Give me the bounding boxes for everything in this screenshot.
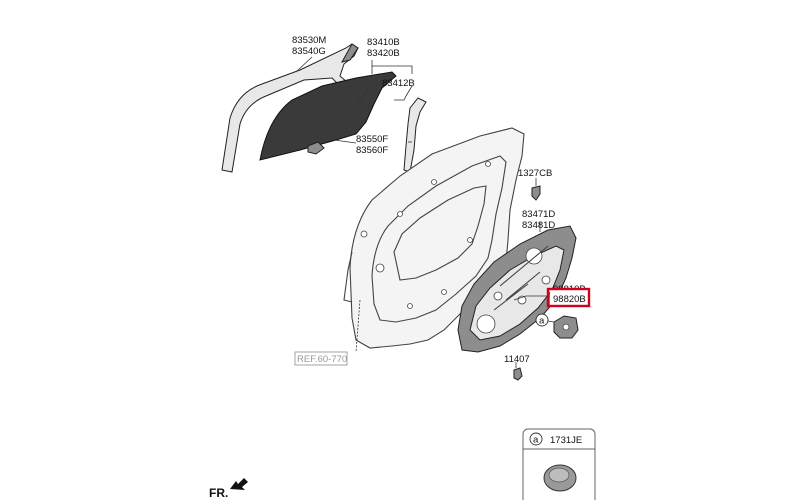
reference-text: REF.60-770 [297, 354, 347, 365]
rear-channel [403, 97, 427, 173]
label-98820b: 98820B [553, 294, 586, 305]
label-83410b: 83410B [367, 37, 400, 48]
callout-a-letter: a [539, 316, 545, 327]
callout-a: a [535, 313, 549, 327]
reference-label: REF.60-770 [294, 351, 348, 366]
label-83550f: 83550F [356, 134, 388, 145]
label-83481d: 83481D [522, 220, 555, 231]
door-module-panel [457, 225, 577, 353]
label-1327cb: 1327CB [518, 168, 552, 179]
screw-11407 [513, 367, 523, 381]
label-83420b: 83420B [367, 48, 400, 59]
front-direction-indicator: FR. [209, 478, 248, 500]
legend-callout-letter: a [533, 435, 539, 446]
label-83560f: 83560F [356, 145, 388, 156]
highlight-98820b [546, 287, 591, 308]
label-11407: 11407 [504, 354, 530, 365]
legend-part-number: 1731JE [550, 435, 582, 446]
window-run-channel [221, 43, 359, 173]
label-83471d: 83471D [522, 209, 555, 220]
plug-cap-icon [543, 464, 577, 492]
bolt-1327cb [531, 185, 541, 201]
window-motor [553, 315, 579, 339]
label-83530m: 83530M [292, 35, 326, 46]
label-83412b: 83412B [382, 78, 415, 89]
part-labels: 83530M 83540G 83410B 83420B 83412B 83550… [292, 35, 591, 365]
door-glass [259, 71, 397, 161]
glass-clip [307, 141, 325, 155]
legend-box: a 1731JE [522, 428, 596, 500]
front-label: FR. [209, 486, 228, 500]
leader-lines [295, 56, 555, 368]
label-83540g: 83540G [292, 46, 326, 57]
front-arrow-icon [230, 478, 248, 490]
